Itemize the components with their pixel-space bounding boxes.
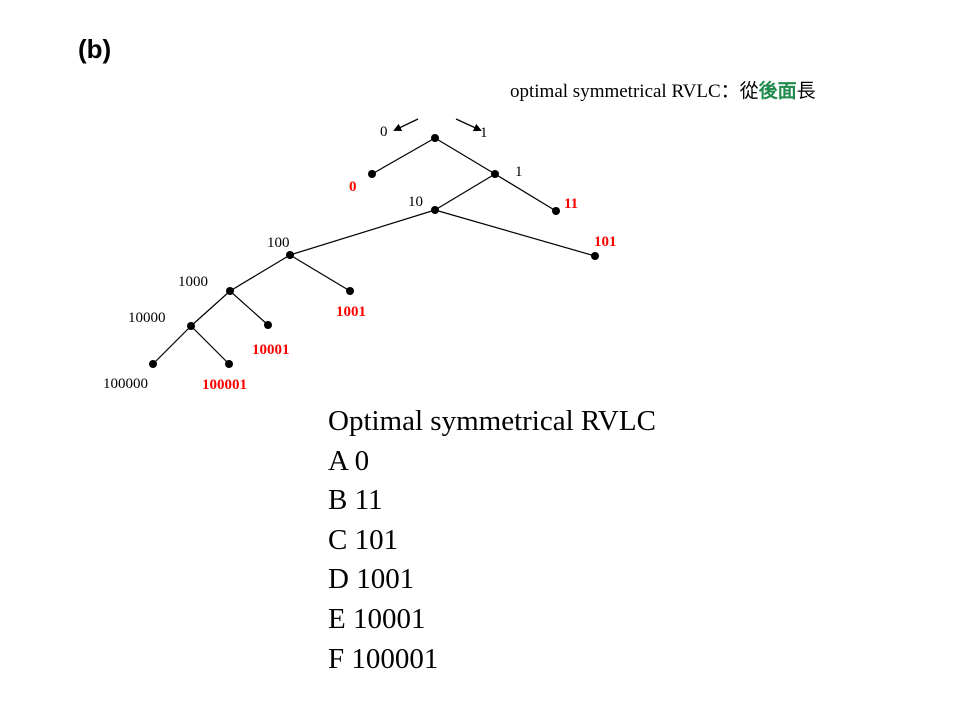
edge	[152, 325, 192, 365]
edge	[371, 137, 436, 175]
code-entry: B 11	[328, 481, 656, 521]
start-arrow-right	[455, 118, 482, 132]
internal-node-1000	[226, 287, 234, 295]
tree-edges	[152, 137, 596, 365]
leaf-node-100001	[225, 360, 233, 368]
internal-node-100000	[149, 360, 157, 368]
caption-highlight: 後面	[758, 81, 797, 102]
code-entry: E 10001	[328, 600, 656, 640]
internal-label: 100000	[103, 376, 148, 392]
codeword-label: 11	[564, 196, 578, 212]
caption: optimal symmetrical RVLC：從後面長	[510, 76, 816, 103]
edge	[494, 173, 557, 212]
edge	[434, 173, 496, 211]
tree-nodes	[149, 134, 599, 368]
leaf-node-101	[591, 252, 599, 260]
internal-label: 10	[408, 194, 423, 210]
caption-prefix: optimal symmetrical RVLC：從	[510, 81, 759, 102]
edge	[229, 254, 291, 292]
code-symbol: E	[328, 602, 346, 635]
leaf-node-0	[368, 170, 376, 178]
edge-label-right-branch: 1	[515, 164, 523, 180]
code-entry: C 101	[328, 521, 656, 561]
code-symbol: C	[328, 523, 348, 556]
internal-node-10	[431, 206, 439, 214]
codeword-label: 100001	[202, 377, 247, 393]
code-value: 1001	[356, 563, 415, 596]
edge	[289, 209, 436, 256]
code-symbol: D	[328, 563, 349, 596]
internal-node-10000	[187, 322, 195, 330]
edge	[229, 290, 269, 326]
code-value: 0	[354, 444, 370, 477]
internal-label: 1000	[178, 274, 208, 290]
code-entry: D 1001	[328, 560, 656, 600]
code-symbol: B	[328, 484, 348, 517]
code-value: 101	[354, 523, 399, 556]
internal-label: 100	[267, 235, 290, 251]
code-symbol: F	[328, 642, 345, 675]
edge	[190, 325, 230, 365]
leaf-node-11	[552, 207, 560, 215]
codeword-label: 1001	[336, 304, 366, 320]
code-value: 100001	[351, 642, 439, 675]
codeword-label: 0	[349, 179, 357, 195]
codeword-label: 10001	[252, 342, 290, 358]
edge	[434, 137, 496, 175]
root-node	[431, 134, 439, 142]
internal-label: 10000	[128, 310, 166, 326]
code-entry: A 0	[328, 442, 656, 482]
edge	[434, 209, 596, 257]
code-entry: F 100001	[328, 640, 656, 680]
caption-suffix: 長	[796, 81, 816, 102]
panel-label: (b)	[78, 34, 112, 64]
summary-title: Optimal symmetrical RVLC	[328, 405, 656, 437]
internal-node-100	[286, 251, 294, 259]
code-symbol: A	[328, 444, 348, 477]
internal-node-1	[491, 170, 499, 178]
code-summary: Optimal symmetrical RVLC A 0 B 11 C 101 …	[328, 402, 656, 679]
codeword-label: 101	[594, 234, 617, 250]
start-label-right: 1	[480, 125, 488, 141]
edge	[190, 290, 231, 327]
leaf-node-10001	[264, 321, 272, 329]
start-arrow-left	[393, 118, 419, 132]
leaf-node-1001	[346, 287, 354, 295]
start-label-left: 0	[380, 124, 388, 140]
code-value: 11	[354, 484, 383, 517]
edge	[289, 254, 351, 292]
code-value: 10001	[352, 602, 426, 635]
